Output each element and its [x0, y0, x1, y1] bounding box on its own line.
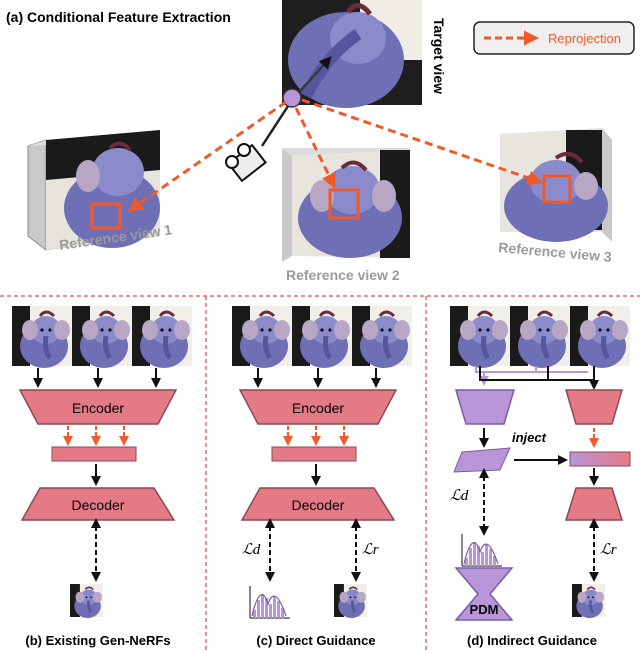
- reference-view-2-label: Reference view 2: [286, 267, 400, 283]
- legend: Reprojection: [473, 21, 635, 55]
- panel-c-loss-d: ℒd: [242, 542, 261, 558]
- panel-b-encoder: [18, 389, 178, 425]
- panel-d-purple-encoder: [454, 389, 516, 425]
- panel-c-input-3: [352, 306, 412, 368]
- panel-d-caption: (d) Indirect Guidance: [467, 633, 597, 648]
- panel-c-input-2: [292, 306, 352, 368]
- reprojection-ray-3: [301, 98, 543, 186]
- panel-c-distribution-chart: [249, 585, 291, 619]
- ref3-patch-box: [542, 174, 572, 204]
- panel-d-distribution-chart: [461, 533, 503, 567]
- panel-d-loss-d: ℒd: [450, 488, 469, 504]
- panel-d-loss-r: ℒr: [600, 542, 617, 558]
- ref2-patch-box: [328, 188, 360, 220]
- panel-c-output: [332, 582, 369, 620]
- panel-b: Encoder Decoder (b) Existing Gen-NeRFs: [12, 306, 192, 648]
- reference-view-3-label: Reference view 3: [498, 239, 613, 265]
- panel-d-latent-plane: [453, 447, 511, 473]
- panel-d-injected-feature-bar: [569, 451, 631, 467]
- panel-b-output: [68, 582, 105, 620]
- panel-b-input-2: [72, 306, 132, 368]
- ray-origin-point: [282, 88, 302, 108]
- panel-d-pdm-label: PDM: [470, 602, 499, 617]
- panel-c-decoder-label: Decoder: [292, 497, 345, 513]
- panel-d-inject-label: inject: [512, 430, 547, 445]
- panel-d-decoder: [564, 487, 624, 521]
- panel-c-feature-bar: [271, 446, 357, 462]
- panel-b-input-3: [132, 306, 192, 368]
- panel-b-decoder-label: Decoder: [72, 497, 125, 513]
- camera-icon: [225, 56, 332, 183]
- reference-view-2: [282, 148, 410, 262]
- panel-c-decoder: [240, 487, 396, 521]
- panel-d-pink-encoder: [564, 389, 624, 425]
- legend-label: Reprojection: [548, 31, 621, 46]
- panel-d-input-1: [450, 306, 510, 368]
- target-view-label: Target view: [431, 18, 447, 94]
- reference-view-3: [500, 128, 612, 242]
- panel-d-input-2: [510, 306, 570, 368]
- panel-a-title: (a) Conditional Feature Extraction: [6, 9, 231, 25]
- reprojection-ray-2: [294, 107, 336, 189]
- panel-d-input-3: [570, 306, 630, 368]
- reference-view-1: [27, 130, 160, 252]
- reprojection-ray-1: [127, 100, 287, 212]
- panel-d-output: [570, 582, 607, 620]
- panel-b-decoder: [20, 487, 176, 521]
- ref1-patch-box: [90, 202, 122, 230]
- panel-d-pdm-block: [454, 567, 514, 621]
- panel-d: inject ℒd PDM ℒr (d) Indirect Guidance: [450, 306, 630, 648]
- panel-b-input-1: [12, 306, 72, 368]
- panel-b-encoder-label: Encoder: [72, 400, 124, 416]
- panel-c-encoder-label: Encoder: [292, 400, 344, 416]
- panel-c-encoder: [238, 389, 398, 425]
- panel-c-caption: (c) Direct Guidance: [256, 633, 375, 648]
- panel-c: Encoder Decoder ℒd ℒr (c) Direct Guidanc…: [232, 306, 412, 648]
- panel-c-loss-r: ℒr: [362, 542, 379, 558]
- target-view-image: [282, 0, 422, 108]
- panel-b-feature-bar: [51, 446, 137, 462]
- panel-b-caption: (b) Existing Gen-NeRFs: [25, 633, 170, 648]
- panel-c-input-1: [232, 306, 292, 368]
- legend-box: [473, 21, 635, 55]
